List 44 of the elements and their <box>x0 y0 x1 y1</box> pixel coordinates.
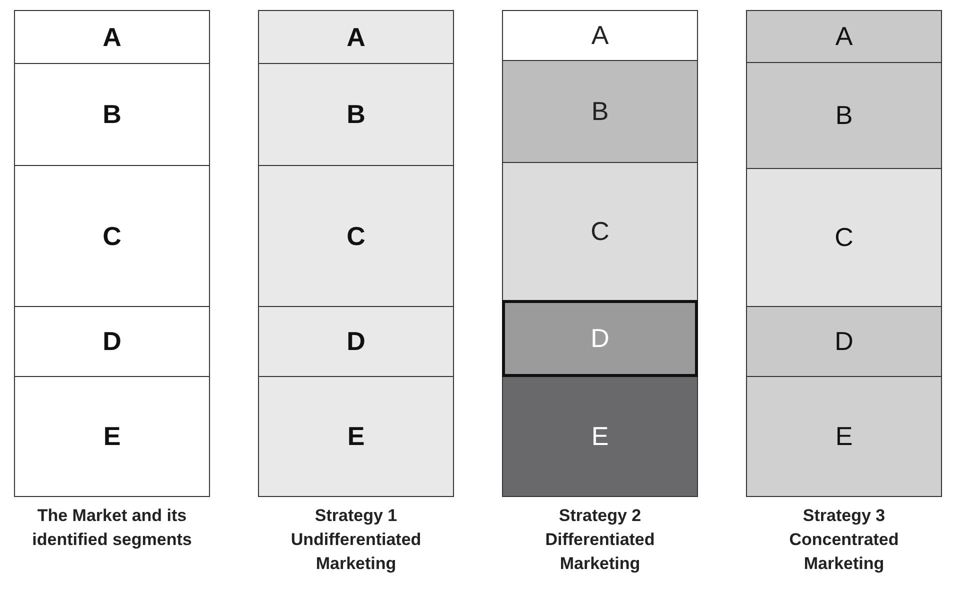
segment-letter: D <box>346 326 366 357</box>
segment-band <box>258 376 454 497</box>
segment-letter: C <box>834 222 854 253</box>
segment-letter: B <box>591 96 609 127</box>
segment-letter: E <box>347 421 365 452</box>
segment-letter: C <box>590 216 610 247</box>
segment-letter: B <box>835 100 853 131</box>
segment-band <box>746 168 942 307</box>
segment-band <box>746 10 942 63</box>
segment-letter: A <box>102 22 122 52</box>
segment-letter: A <box>835 21 853 52</box>
segment-letter: D <box>102 326 122 357</box>
segment-band <box>502 60 698 163</box>
segment-letter: D <box>590 323 610 354</box>
segment-band <box>502 300 698 377</box>
segment-letter: D <box>834 326 854 357</box>
segment-letter: B <box>346 99 366 130</box>
segment-letter: C <box>102 220 122 252</box>
segment-band <box>502 376 698 497</box>
segment-letter: E <box>835 421 853 452</box>
column-caption: Strategy 2 Differentiated Marketing <box>544 505 656 575</box>
segment-band <box>258 165 454 307</box>
segment-band <box>502 10 698 61</box>
segment-band <box>14 376 210 497</box>
segment-band <box>746 376 942 497</box>
segment-band <box>258 63 454 166</box>
segment-band <box>14 10 210 64</box>
segment-band <box>14 306 210 377</box>
segment-letter: E <box>591 421 609 452</box>
segment-band <box>14 165 210 307</box>
column-caption: Strategy 1 Undifferentiated Marketing <box>290 505 422 575</box>
column-caption: Strategy 3 Concentrated Marketing <box>788 505 900 575</box>
segment-band <box>746 306 942 377</box>
segment-band <box>14 63 210 166</box>
segment-letter: B <box>102 99 122 130</box>
segment-band <box>746 62 942 169</box>
segment-band <box>258 306 454 377</box>
segment-letter: E <box>103 421 121 452</box>
segment-letter: A <box>591 20 609 51</box>
column-caption: The Market and its identified segments <box>31 505 193 551</box>
segment-band <box>502 162 698 301</box>
segment-letter: A <box>346 22 366 52</box>
segment-letter: C <box>346 220 366 252</box>
segment-band <box>258 10 454 64</box>
